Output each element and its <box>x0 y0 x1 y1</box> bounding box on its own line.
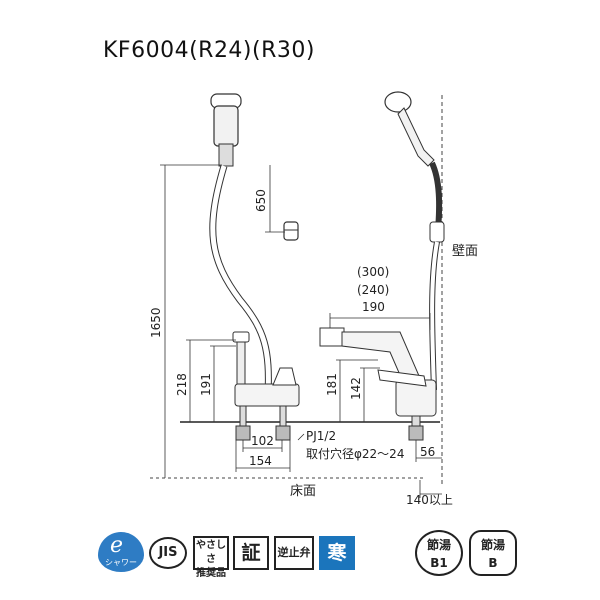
cold-region-badge: 寒 <box>319 536 355 570</box>
model-title: KF6004(R24)(R30) <box>103 38 315 63</box>
dim-218: 218 <box>175 373 189 396</box>
side-body <box>319 327 437 441</box>
dim-191: 191 <box>199 373 213 396</box>
pipe-label: PJ1/2 <box>306 429 336 443</box>
eco-b-bottom: B <box>488 556 498 570</box>
check-valve-badge: 逆止弁 <box>274 536 314 570</box>
ef-letter: e <box>110 533 124 558</box>
dim-1650: 1650 <box>149 307 163 338</box>
dim-140: 140以上 <box>406 493 453 507</box>
dim-650: 650 <box>254 189 268 212</box>
easy-use-badge: やさしさ 推奨品 <box>193 536 229 579</box>
jis-badge: JIS <box>149 537 187 569</box>
easy-use-line2: 推奨品 <box>196 568 226 579</box>
dimension-lines <box>160 164 442 498</box>
easy-use-line1: やさしさ <box>196 540 226 565</box>
ef-shower-badge: e シャワー <box>98 532 144 572</box>
front-hose-fill <box>210 165 271 396</box>
front-hook <box>283 221 299 241</box>
wall-label: 壁面 <box>452 244 478 259</box>
dim-102: 102 <box>251 434 274 448</box>
dim-154: 154 <box>249 454 272 468</box>
hole-label: 取付穴径φ22～24 <box>306 446 404 461</box>
dim-240: (240) <box>357 283 389 297</box>
front-shower-head <box>210 93 242 167</box>
front-body <box>232 331 300 441</box>
floor-label: 床面 <box>290 484 316 499</box>
ef-subtext: シャワー <box>105 558 137 567</box>
side-hook <box>429 221 445 243</box>
eco-b-top: 節湯 <box>480 538 505 552</box>
eco-b1-bottom: B1 <box>430 556 448 570</box>
side-shower-head <box>384 91 435 167</box>
certified-badge: 証 <box>233 536 269 570</box>
dim-56: 56 <box>420 445 435 459</box>
side-hose-fill <box>430 241 439 391</box>
eco-b1-top: 節湯 <box>426 538 451 552</box>
side-hose-top <box>429 161 443 231</box>
eco-b1-badge: 節湯 B1 <box>415 530 463 576</box>
dim-181: 181 <box>325 373 339 396</box>
dim-300: (300) <box>357 265 389 279</box>
dim-190: 190 <box>362 300 385 314</box>
dim-142: 142 <box>349 377 363 400</box>
eco-b-badge: 節湯 B <box>469 530 517 576</box>
